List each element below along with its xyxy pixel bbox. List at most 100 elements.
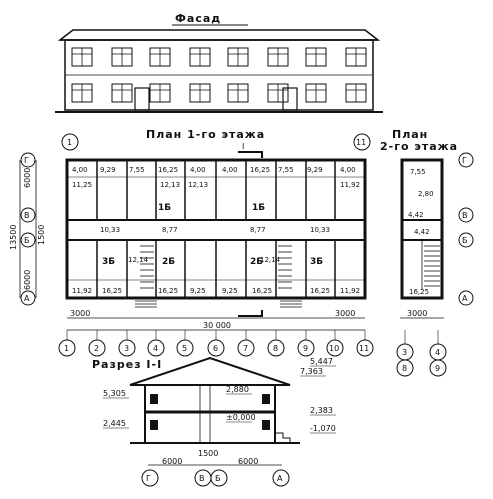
plan1-top-label: 4,00: [222, 166, 238, 174]
section-axis-B: Б: [215, 474, 221, 483]
plan2-axis-9: 9: [435, 364, 440, 373]
plan1-row2-label: 12,13: [188, 181, 208, 189]
plan1-axis-number: 8: [273, 344, 278, 353]
section-title: Разрез I-I: [92, 358, 162, 371]
dim-vert-mid: 1500: [37, 225, 46, 245]
plan1-top-label: 16,25: [158, 166, 178, 174]
section-elevation-label: 5,305: [103, 389, 126, 398]
section-dim-1: 6000: [162, 457, 182, 466]
cut-mark-top: I: [242, 142, 244, 151]
plan2-axis-letter: Б: [462, 236, 468, 245]
plan1-stair-label: 12,14: [128, 256, 149, 264]
facade-view: Фасад: [55, 12, 383, 113]
plan1-axis-number: 4: [153, 344, 158, 353]
facade-door: [282, 87, 298, 111]
section-elevation-label: 7,363: [300, 367, 323, 376]
plan1-axis-number: 6: [213, 344, 218, 353]
plan1-axis-letter: Г: [24, 156, 29, 165]
plan2-label-5: 16,25: [409, 288, 429, 296]
plan1-stair-label: 12,14: [260, 256, 281, 264]
plan1-axis-number: 7: [243, 344, 248, 353]
dim-vert-top: 6000: [23, 168, 32, 188]
plan1-left-axes: Г В Б А: [20, 152, 36, 306]
plan1-mid-label: 8,77: [250, 226, 266, 234]
plan2-label-3: 4,42: [408, 211, 424, 219]
plan2-stair: [424, 245, 440, 287]
section-dim-2: 1500: [198, 449, 218, 458]
plan1-mid-label: 10,33: [310, 226, 330, 234]
plan1-bottom-label: 9,25: [222, 287, 238, 295]
plan1-axis-number: 2: [94, 344, 99, 353]
plan1-bottom-label: 16,25: [310, 287, 330, 295]
dim-vert-bottom: 6000: [23, 270, 32, 290]
plan1-bottom-label: 9,25: [190, 287, 206, 295]
plan2-right-axes: Г В Б А: [458, 152, 474, 306]
plan1-bottom-label: 11,92: [72, 287, 92, 295]
section-axis-V: В: [199, 474, 205, 483]
plan1-axis-letter: В: [24, 211, 30, 220]
plan-second-floor: План 2-го этажа 7,55 2,80 4,42 4,42 16,2…: [380, 128, 474, 377]
section-dim-3: 6000: [238, 457, 258, 466]
plan1-top-label: 7,55: [278, 166, 294, 174]
plan1-row2-label: 12,13: [160, 181, 180, 189]
plan2-label-1: 7,55: [410, 168, 426, 176]
plan1-room-label: 2Б: [162, 257, 175, 267]
section-elevation-label: 2,445: [103, 419, 126, 428]
plan1-bottom-label: 11,92: [340, 287, 360, 295]
facade-windows: [71, 47, 367, 111]
plan1-labels: 4,00 9,29 7,55 16,25 4,00 4,00 16,25 7,55 9,29 4,…: [72, 166, 360, 295]
plan2-title-2: 2-го этажа: [380, 140, 458, 153]
plan1-axis-number: 9: [303, 344, 308, 353]
plan1-bottom-axes: 1 2 3 4 5 6 7 8 9 10 11: [58, 330, 374, 357]
plan1-partitions: [96, 160, 336, 308]
plan1-room-label: 1Б: [158, 203, 171, 213]
plan1-axis-letter: Б: [24, 236, 30, 245]
plan1-top-label: 4,00: [72, 166, 88, 174]
plan1-axis-number: 5: [182, 344, 187, 353]
plan1-room-label: 1Б: [252, 203, 265, 213]
plan1-top-label: 7,55: [129, 166, 145, 174]
plan1-axis-number: 1: [64, 344, 69, 353]
section-axis-A: А: [277, 474, 283, 483]
section-elevation-label: 2,383: [310, 406, 333, 415]
plan1-top-label: 9,29: [307, 166, 323, 174]
plan2-axis-letter: В: [462, 211, 468, 220]
section-axis-G: Г: [146, 474, 151, 483]
plan1-row2-label: 11,25: [72, 181, 92, 189]
plan1-axis-letter: А: [24, 294, 30, 303]
section-elevation-label: -1,070: [310, 424, 336, 433]
dim-total: 30 000: [203, 321, 231, 330]
plan2-title-1: План: [392, 128, 428, 141]
plan1-mid-label: 10,33: [100, 226, 120, 234]
plan1-dimensions: 3000 3000 30 000 6000 6000 1500 13500: [9, 160, 365, 331]
plan2-axis-4: 4: [435, 348, 440, 357]
plan1-top-label: 4,00: [340, 166, 356, 174]
plan1-bottom-label: 16,25: [158, 287, 178, 295]
plan2-axis-letter: Г: [462, 156, 467, 165]
plan1-title: План 1-го этажа: [146, 128, 265, 141]
plan2-axis-3: 3: [402, 348, 407, 357]
facade-door: [134, 87, 150, 111]
plan1-top-label: 9,29: [100, 166, 116, 174]
axis-top-1: 1: [67, 138, 72, 147]
plan1-room-label: 3Б: [102, 257, 115, 267]
plan1-row2-label: 11,92: [340, 181, 360, 189]
plan1-axis-number: 3: [124, 344, 129, 353]
plan1-bottom-label: 16,25: [102, 287, 122, 295]
section-elevation-label: 2,880: [226, 385, 249, 394]
plan1-top-label: 4,00: [190, 166, 206, 174]
plan2-label-2: 2,80: [418, 190, 434, 198]
plan2-label-4: 4,42: [414, 228, 430, 236]
plan1-axis-number: 10: [329, 344, 339, 353]
plan2-axis-letter: А: [462, 294, 468, 303]
plan1-mid-label: 8,77: [162, 226, 178, 234]
facade-title: Фасад: [175, 12, 221, 25]
axis-top-11: 11: [356, 138, 366, 147]
dim-left-3000: 3000: [70, 309, 90, 318]
plan1-axis-number: 11: [359, 344, 369, 353]
section-elevation-label: 5,447: [310, 357, 333, 366]
